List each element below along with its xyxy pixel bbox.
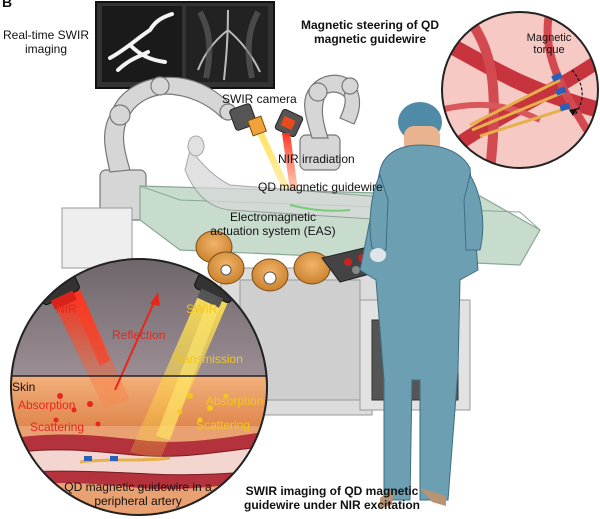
steering-title-text: Magnetic steering of QD magnetic guidewi… [300,18,440,46]
bottom-title-text: SWIR imaging of QD magnetic guidewire un… [243,484,421,512]
qd-guidewire-label: QD magnetic guidewire [258,180,383,194]
nir-irradiation-label: NIR irradiation [278,152,355,166]
swir-camera-label: SWIR camera [222,92,297,106]
realtime-imaging-label: Real-time SWIR imaging [2,28,90,56]
swir-camera-icon [229,103,267,137]
reflection-label: Reflection [112,328,166,342]
eas-label: Electromagnetic actuation system (EAS) [208,210,338,238]
realtime-imaging-text: Real-time SWIR imaging [2,28,89,56]
eas-text: Electromagnetic actuation system (EAS) [210,210,336,238]
monitor-icon [95,1,275,96]
nir-laser-icon [274,108,304,138]
eas-coil-icon [195,230,331,292]
magnetic-torque-label: Magnetic torque [524,32,574,56]
surgeon-icon [359,102,484,508]
bottom-title: SWIR imaging of QD magnetic guidewire un… [232,484,432,512]
transmission-label: Transmission [172,352,243,366]
robot-arm-icon [99,74,361,221]
steering-title: Magnetic steering of QD magnetic guidewi… [300,18,440,46]
scattering-left-label: Scattering [30,420,85,434]
inset-caption: QD magnetic guidewire in a peripheral ar… [48,480,228,508]
skin-label: Skin [12,380,36,394]
nir-label: NIR [56,302,77,316]
steering-inset [442,12,598,168]
scattering-right-label: Scattering [196,418,251,432]
absorption-right-label: Absorption [206,394,264,408]
absorption-left-label: Absorption [18,398,76,412]
inset-caption-text: QD magnetic guidewire in a peripheral ar… [64,480,212,508]
swir-label: SWIR [186,302,218,316]
magnetic-torque-text: Magnetic torque [526,32,572,56]
panel-letter: B [2,0,13,10]
